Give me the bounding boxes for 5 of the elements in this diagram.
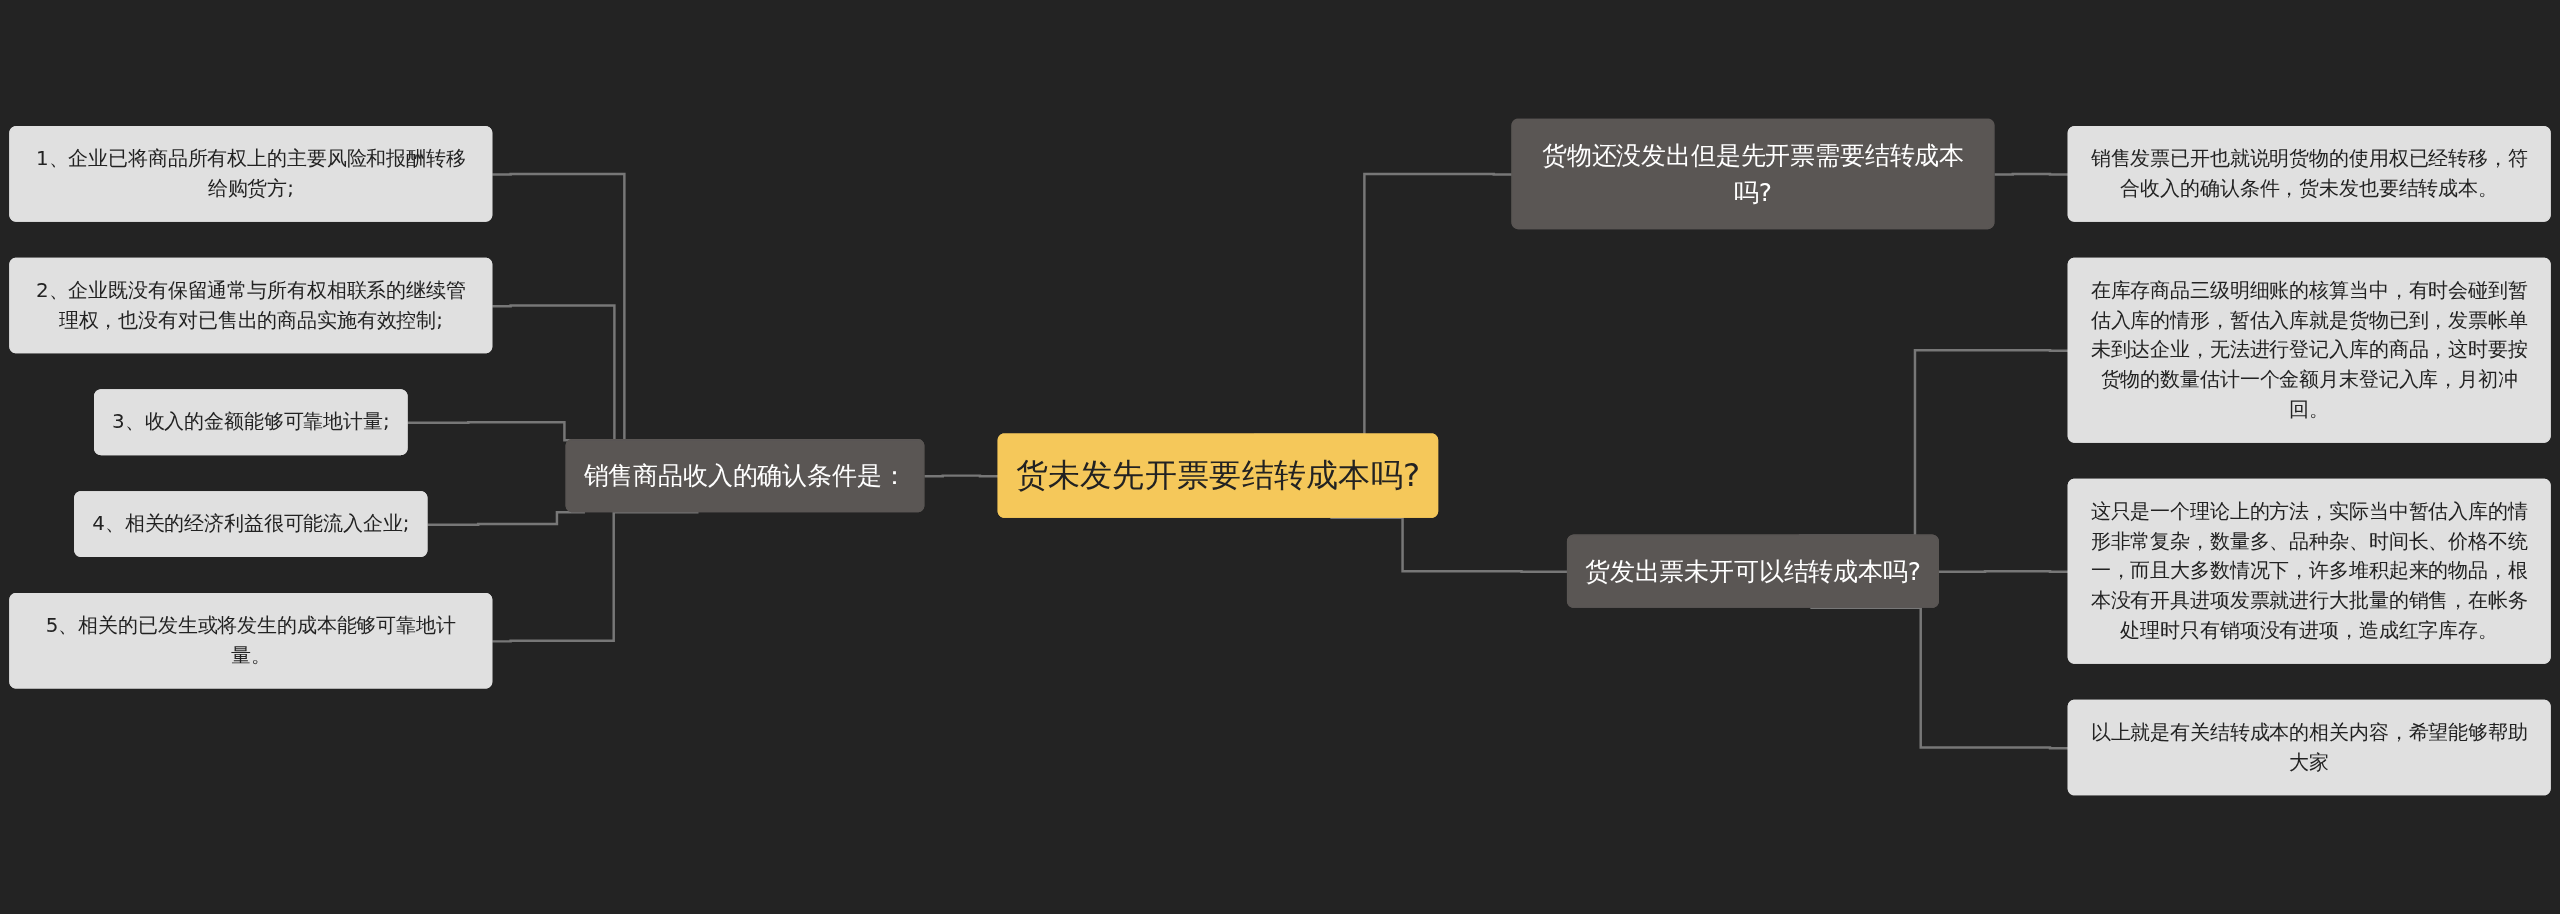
connector bbox=[492, 511, 699, 643]
connector bbox=[427, 511, 585, 526]
connector bbox=[1994, 172, 2069, 176]
connector bbox=[1938, 570, 2069, 574]
connector bbox=[924, 474, 999, 478]
